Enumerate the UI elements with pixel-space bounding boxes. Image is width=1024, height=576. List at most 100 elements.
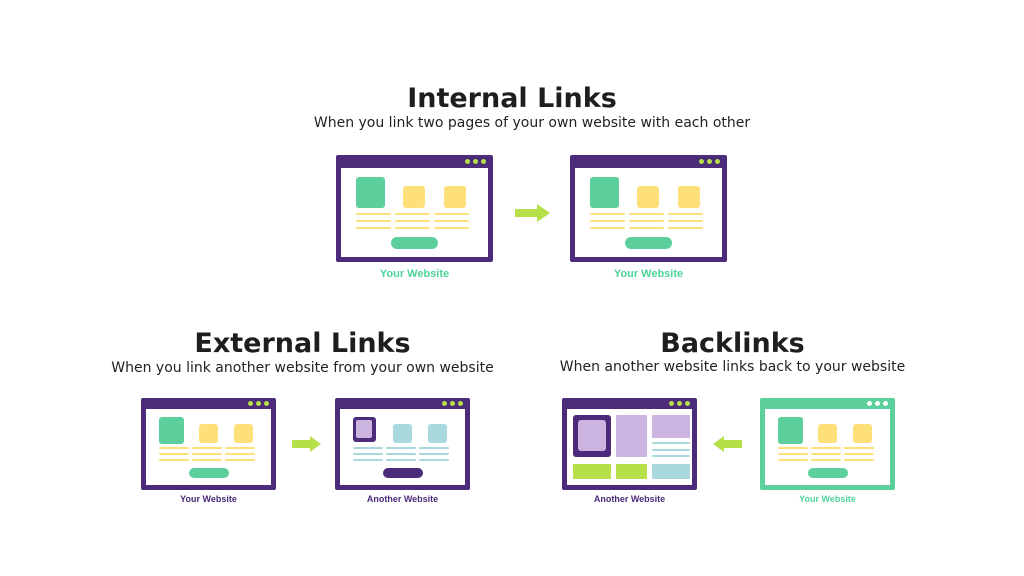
your-website-caption: Your Website	[180, 494, 237, 504]
image-block	[356, 177, 385, 208]
window-control-dot	[264, 401, 269, 406]
text-line	[353, 459, 383, 461]
text-line	[192, 453, 222, 455]
text-line	[844, 459, 874, 461]
button-pill	[625, 237, 672, 249]
text-line	[590, 227, 625, 229]
another-website-window	[562, 398, 697, 490]
text-line	[434, 220, 469, 222]
text-line	[434, 227, 469, 229]
window-control-dot	[248, 401, 253, 406]
your-website-window	[141, 398, 276, 490]
button-pill	[383, 468, 423, 478]
text-line	[395, 220, 430, 222]
right-arrow-icon	[515, 204, 550, 222]
button-pill	[189, 468, 229, 478]
content-block	[428, 424, 447, 443]
content-block	[616, 415, 647, 457]
text-line	[386, 453, 416, 455]
image-block	[778, 417, 803, 444]
content-block	[199, 424, 218, 443]
text-line	[590, 213, 625, 215]
right-arrow-icon	[292, 436, 321, 452]
text-line	[668, 213, 703, 215]
text-line	[778, 447, 808, 449]
content-block	[573, 464, 611, 479]
text-line	[844, 453, 874, 455]
text-line	[395, 227, 430, 229]
content-block	[637, 186, 659, 208]
backlinks-subtitle: When another website links back to your …	[559, 359, 906, 375]
button-pill	[808, 468, 848, 478]
content-block	[853, 424, 872, 443]
content-block	[616, 464, 647, 479]
window-control-dot	[458, 401, 463, 406]
window-control-dot	[685, 401, 690, 406]
window-control-dot	[481, 159, 486, 164]
text-line	[419, 447, 449, 449]
text-line	[811, 447, 841, 449]
your-website-caption: Your Website	[379, 268, 450, 280]
text-line	[419, 459, 449, 461]
text-line	[225, 447, 255, 449]
window-control-dot	[875, 401, 880, 406]
internal-links-subtitle: When you link two pages of your own webs…	[313, 115, 751, 131]
content-block	[234, 424, 253, 443]
text-line	[225, 459, 255, 461]
text-line	[811, 453, 841, 455]
window-control-dot	[677, 401, 682, 406]
window-control-dot	[473, 159, 478, 164]
content-block	[652, 415, 690, 438]
backlinks-title: Backlinks	[660, 328, 805, 359]
content-block	[652, 464, 690, 479]
text-line	[778, 459, 808, 461]
text-line	[652, 455, 690, 457]
content-block	[678, 186, 700, 208]
window-control-dot	[867, 401, 872, 406]
text-line	[652, 449, 690, 451]
text-line	[668, 220, 703, 222]
text-line	[629, 213, 664, 215]
text-line	[386, 459, 416, 461]
image-block	[159, 417, 184, 444]
text-line	[811, 459, 841, 461]
image-block-inner	[356, 420, 372, 438]
your-website-window	[570, 155, 727, 262]
text-line	[353, 453, 383, 455]
window-content	[146, 409, 271, 485]
window-control-dot	[883, 401, 888, 406]
external-links-subtitle: When you link another website from your …	[111, 360, 494, 376]
text-line	[225, 453, 255, 455]
text-line	[356, 227, 391, 229]
another-website-caption: Another Website	[593, 494, 666, 504]
text-line	[159, 453, 189, 455]
external-links-title: External Links	[194, 328, 411, 359]
window-control-dot	[699, 159, 704, 164]
text-line	[419, 453, 449, 455]
text-line	[192, 447, 222, 449]
your-website-caption: Your Website	[799, 494, 856, 504]
another-website-window	[335, 398, 470, 490]
text-line	[629, 227, 664, 229]
window-control-dot	[669, 401, 674, 406]
text-line	[356, 213, 391, 215]
window-control-dot	[707, 159, 712, 164]
internal-links-title: Internal Links	[407, 83, 617, 114]
window-control-dot	[465, 159, 470, 164]
text-line	[395, 213, 430, 215]
text-line	[159, 447, 189, 449]
text-line	[844, 447, 874, 449]
content-block	[403, 186, 425, 208]
window-control-dot	[715, 159, 720, 164]
text-line	[159, 459, 189, 461]
text-line	[652, 442, 690, 444]
content-block	[393, 424, 412, 443]
another-website-caption: Another Website	[366, 494, 439, 504]
window-control-dot	[450, 401, 455, 406]
your-website-caption: Your Website	[613, 268, 684, 280]
window-content	[340, 409, 465, 485]
button-pill	[391, 237, 438, 249]
content-block	[818, 424, 837, 443]
your-website-window	[760, 398, 895, 490]
window-control-dot	[442, 401, 447, 406]
